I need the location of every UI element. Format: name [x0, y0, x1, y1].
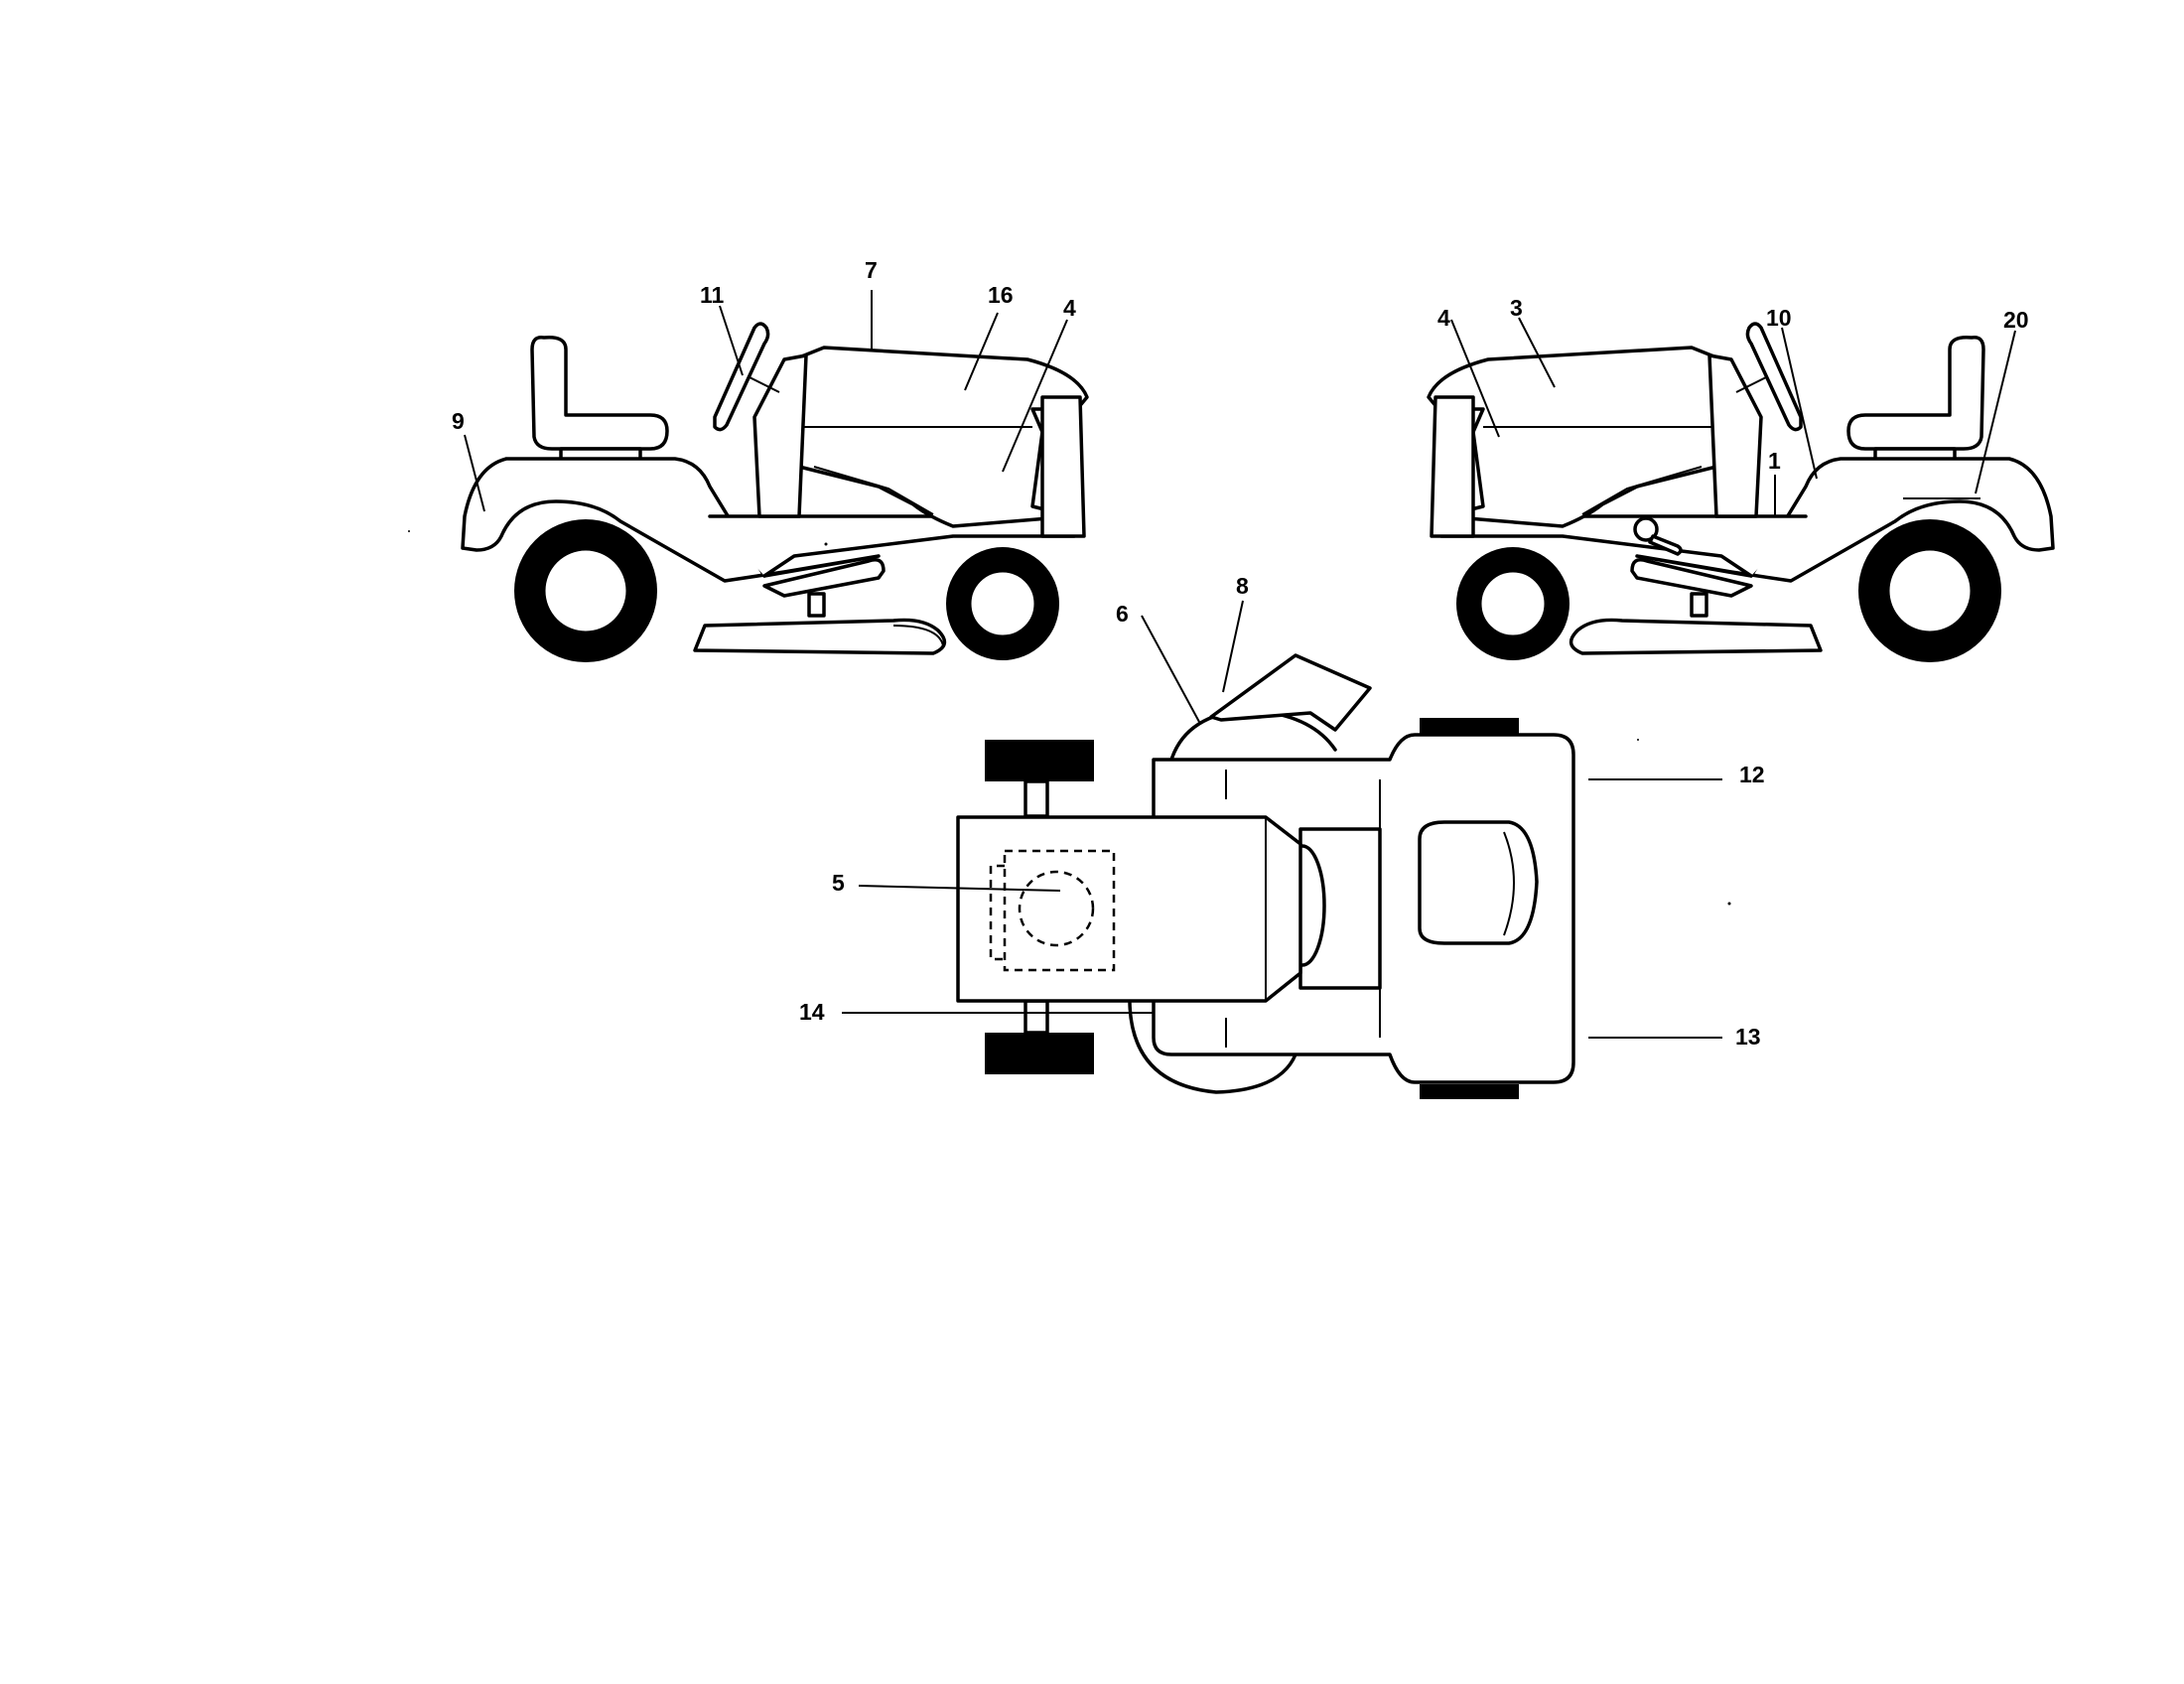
- callout-12: 12: [1739, 762, 1765, 787]
- engine-air-filter: [1018, 870, 1095, 947]
- front-grille: [1040, 395, 1086, 538]
- callout-1: 1: [1768, 448, 1781, 474]
- leader-lines: [464, 290, 2016, 1039]
- engine-outline: [1003, 849, 1116, 972]
- callout-labels: 9 11 7 16 4 4 3 10 1 20 6 8 5 14 12 13: [452, 257, 2029, 1050]
- front-wheel-hub: [968, 569, 1037, 638]
- seat-back: [1846, 336, 1985, 451]
- callout-4-right: 4: [1437, 305, 1450, 331]
- seat-top: [1418, 820, 1539, 945]
- tractor-right-side-view: [1427, 322, 2055, 662]
- front-left-tire: [1420, 718, 1519, 734]
- footrest: [1630, 558, 1753, 598]
- engine-outline-offset: [989, 864, 1005, 961]
- front-grille: [1430, 395, 1475, 538]
- rear-right-tire: [985, 1033, 1094, 1074]
- hood-side-line: [1581, 466, 1703, 515]
- seat-back: [530, 336, 669, 451]
- seat-back-top: [1503, 831, 1515, 936]
- rear-wheel-hub: [1886, 547, 1974, 634]
- mower-deck: [1569, 618, 1823, 655]
- front-right-tire: [1420, 1084, 1519, 1099]
- steering-wheel: [1745, 322, 1803, 432]
- mower-deck: [693, 618, 947, 655]
- callout-14: 14: [799, 999, 825, 1025]
- callout-11: 11: [700, 282, 725, 308]
- callout-20: 20: [2003, 307, 2029, 333]
- rear-fender: [1635, 457, 2055, 583]
- deck-chute: [892, 625, 944, 646]
- steering-column: [1735, 376, 1767, 393]
- callout-13: 13: [1735, 1024, 1761, 1050]
- lift-lever: [1633, 516, 1683, 556]
- pedal-support: [1690, 592, 1708, 618]
- steering-wheel: [713, 322, 770, 432]
- callout-8: 8: [1236, 573, 1249, 599]
- hood-side-line: [813, 466, 934, 515]
- scan-specks: [408, 530, 1731, 906]
- rear-axle-upper: [1024, 779, 1049, 818]
- callout-7: 7: [865, 257, 878, 283]
- callout-3: 3: [1510, 295, 1523, 321]
- hood-top: [956, 815, 1302, 1003]
- discharge-chute: [1209, 653, 1372, 732]
- rear-left-tire: [985, 740, 1094, 781]
- pedal-support: [807, 592, 826, 618]
- tractor-top-view: [956, 653, 1575, 1099]
- steering-column: [749, 376, 780, 393]
- front-wheel-hub: [1478, 569, 1548, 638]
- callout-4-left: 4: [1063, 295, 1076, 321]
- dash-panel: [1707, 353, 1763, 518]
- rear-wheel-hub: [542, 547, 629, 634]
- dash-panel: [752, 353, 808, 518]
- callout-9: 9: [452, 408, 465, 434]
- rear-fender: [461, 457, 881, 583]
- footrest: [762, 558, 886, 598]
- rear-axle-lower: [1024, 999, 1049, 1035]
- callout-10: 10: [1766, 305, 1792, 331]
- callout-5: 5: [832, 870, 845, 896]
- callout-16: 16: [988, 282, 1014, 308]
- callout-6: 6: [1116, 601, 1129, 627]
- tractor-left-side-view: [461, 322, 1089, 662]
